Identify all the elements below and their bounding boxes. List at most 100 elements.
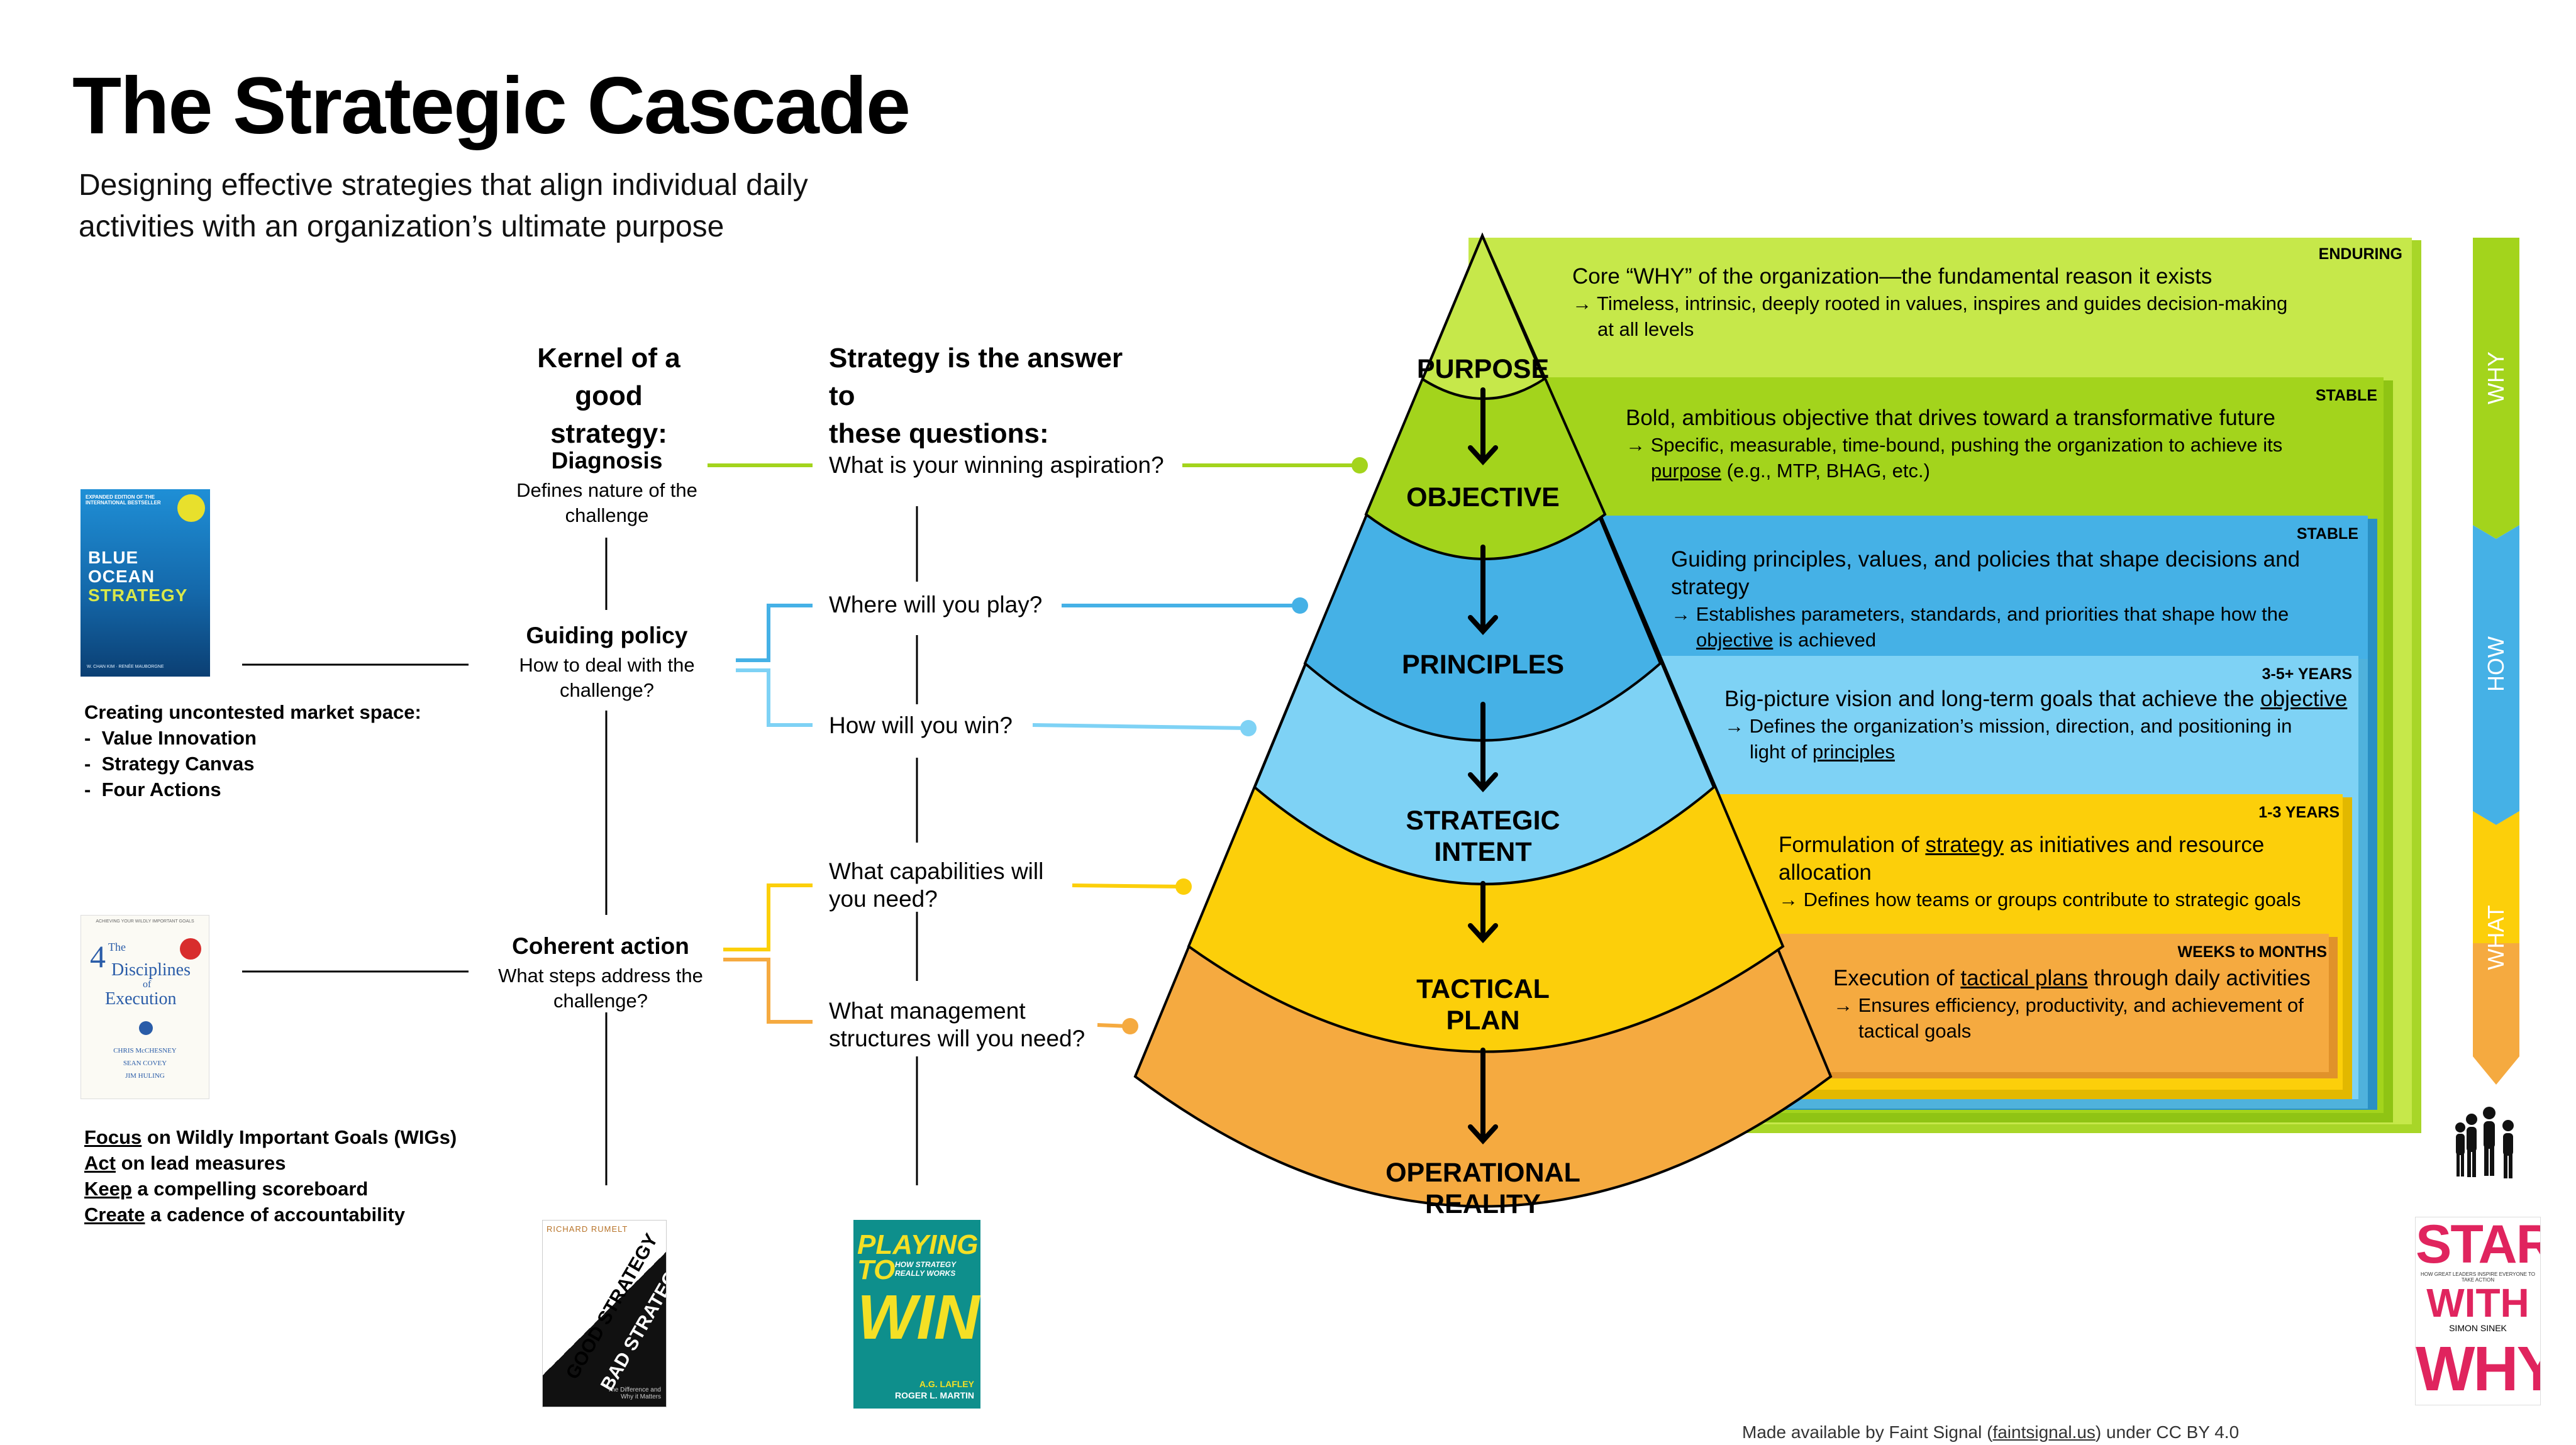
page-title: The Strategic Cascade [72, 61, 911, 151]
list-item: - Strategy Canvas [84, 753, 255, 775]
cover-title: TO [857, 1254, 896, 1285]
box-sub: → Defines the organization’s mission, di… [1724, 715, 2292, 737]
kernel-desc: What steps address the challenge? [469, 963, 733, 1014]
list-item: Act on lead measures [84, 1150, 457, 1176]
good-strategy-book-cover: RICHARD RUMELT GOOD STRATEGY BAD STRATEG… [542, 1220, 667, 1407]
kernel-header-line: Kernel of a [537, 343, 680, 374]
box-title: Bold, ambitious objective that drives to… [1626, 406, 2275, 430]
question-line: you need? [829, 886, 938, 912]
box-sub: (e.g., MTP, BHAG, etc.) [1721, 460, 1930, 482]
questions-header-line: Strategy is the answer to [829, 343, 1123, 411]
layer-label-line: STRATEGIC [1406, 806, 1560, 836]
list-item: - Four Actions [84, 778, 221, 800]
box-link[interactable]: objective [1696, 629, 1774, 651]
question-line: Where will you play? [829, 592, 1043, 617]
cover-title: WIN [857, 1282, 980, 1353]
question-item: Where will you play? [829, 591, 1042, 619]
cover-title: WITH [2426, 1280, 2529, 1326]
playing-to-win-book-cover: PLAYING TO HOW STRATEGY REALLY WORKS WIN… [853, 1220, 980, 1409]
list-item-keyword: Focus [84, 1126, 142, 1148]
question-line: structures will you need? [829, 1026, 1085, 1051]
cover-author: ROGER L. MARTIN [895, 1390, 974, 1400]
cover-title-part: Disciplines [111, 960, 191, 980]
how-band [2473, 525, 2519, 825]
cover-author: RICHARD RUMELT [547, 1224, 628, 1234]
box-tag: ENDURING [2318, 245, 2402, 263]
box-sub: → Timeless, intrinsic, deeply rooted in … [1572, 292, 2288, 314]
box-text-tactical-plan: Formulation of strategy as initiatives a… [1779, 831, 2345, 912]
kernel-header-line: good strategy: [550, 380, 667, 449]
kernel-guiding-policy: Guiding policy How to deal with the chal… [475, 623, 739, 703]
cover-author: CHRIS McCHESNEY [113, 1047, 177, 1055]
box-sub: at all levels [1597, 318, 1694, 340]
box-link[interactable]: tactical plans [1960, 966, 2088, 990]
box-link[interactable]: objective [2260, 687, 2348, 711]
arrow-down-icon [1468, 387, 1498, 1144]
cover-subtitle: HOW GREAT LEADERS INSPIRE EVERYONE TO TA… [2421, 1271, 2535, 1283]
box-sub: light of [1750, 741, 1813, 763]
kernel-title: Guiding policy [526, 623, 688, 648]
box-tag: STABLE [2315, 387, 2377, 404]
footer-credit: Made available by Faint Signal (faintsig… [1742, 1422, 2239, 1442]
what-band-top [2473, 811, 2519, 943]
box-title: Core “WHY” of the organization—the funda… [1572, 264, 2212, 289]
layer-label-operational-reality: OPERATIONAL REALITY [1357, 1157, 1609, 1220]
cover-author: JIM HULING [125, 1072, 165, 1080]
kernel-header: Kernel of a good strategy: [527, 340, 691, 453]
list-item-keyword: Create [84, 1204, 145, 1226]
why-band [2473, 238, 2519, 539]
box-text-objective: Bold, ambitious objective that drives to… [1626, 404, 2368, 484]
cover-title: WHY [2416, 1334, 2540, 1404]
layer-label-principles: PRINCIPLES [1389, 649, 1577, 680]
cover-text: EXPANDED EDITION OF THE INTERNATIONAL BE… [86, 494, 161, 506]
cover-title-part: Execution [105, 989, 177, 1009]
cover-title: Disciplines of Execution [105, 960, 191, 1009]
box-link[interactable]: principles [1812, 741, 1895, 763]
question-line: How will you win? [829, 712, 1013, 738]
cover-title-part: The [108, 941, 126, 953]
page-subtitle: Designing effective strategies that alig… [79, 169, 808, 243]
box-sub: is achieved [1773, 629, 1877, 651]
list-item-text: on lead measures [115, 1152, 286, 1174]
box-tag: 1-3 YEARS [2258, 804, 2340, 821]
box-title: through daily activities [2087, 966, 2311, 990]
kernel-desc: Defines nature of the challenge [475, 478, 739, 528]
badge-icon [180, 938, 201, 960]
band-label-how: HOW [2483, 636, 2509, 692]
box-title: Big-picture vision and long-term goals t… [1724, 687, 2261, 711]
cover-title-num: 4 [90, 939, 106, 974]
footer-link[interactable]: faintsignal.us [1992, 1422, 2096, 1442]
layer-label-purpose: PURPOSE [1389, 353, 1577, 385]
cover-authors: W. CHAN KIM · RENÉE MAUBORGNE [87, 665, 164, 669]
box-title: as initiatives and resource allocation [1779, 833, 2265, 885]
four-disciplines-list: Focus on Wildly Important Goals (WIGs) A… [84, 1124, 457, 1227]
cover-title: 4 The [90, 941, 126, 972]
people-group-icon [2455, 1107, 2514, 1178]
list-item-text: a cadence of accountability [145, 1204, 405, 1226]
box-link[interactable]: purpose [1651, 460, 1722, 482]
list-item-text: Value Innovation [101, 727, 257, 749]
box-tag: STABLE [2296, 525, 2358, 543]
kernel-desc-line: What steps address the [498, 965, 703, 987]
cover-authors: A.G. LAFLEY ROGER L. MARTIN [895, 1378, 974, 1401]
layer-label-line: PLAN [1446, 1005, 1520, 1036]
kernel-desc-line: How to deal with the [519, 654, 695, 676]
kernel-desc-line: challenge? [560, 679, 654, 701]
kernel-desc-line: challenge [565, 504, 649, 526]
layer-label-line: TACTICAL [1416, 974, 1550, 1004]
question-line: What management [829, 998, 1026, 1024]
cover-title-line: STRATEGY [88, 585, 188, 605]
box-link[interactable]: strategy [1925, 833, 2004, 857]
question-line: What is your winning aspiration? [829, 452, 1164, 478]
kernel-desc: How to deal with the challenge? [475, 653, 739, 703]
cover-author: A.G. LAFLEY [919, 1379, 974, 1389]
question-item: What capabilities will you need? [829, 858, 1043, 913]
kernel-desc-line: Defines nature of the [516, 479, 697, 501]
box-text-strategic-intent: Big-picture vision and long-term goals t… [1724, 685, 2353, 765]
layer-label-objective: OBJECTIVE [1389, 482, 1577, 513]
cover-text: ACHIEVING YOUR WILDLY IMPORTANT GOALS [96, 919, 194, 924]
blue-ocean-list: Creating uncontested market space: - Val… [84, 699, 421, 802]
cover-author: SEAN COVEY [123, 1060, 167, 1067]
box-text-operational-reality: Execution of tactical plans through dail… [1833, 965, 2324, 1044]
